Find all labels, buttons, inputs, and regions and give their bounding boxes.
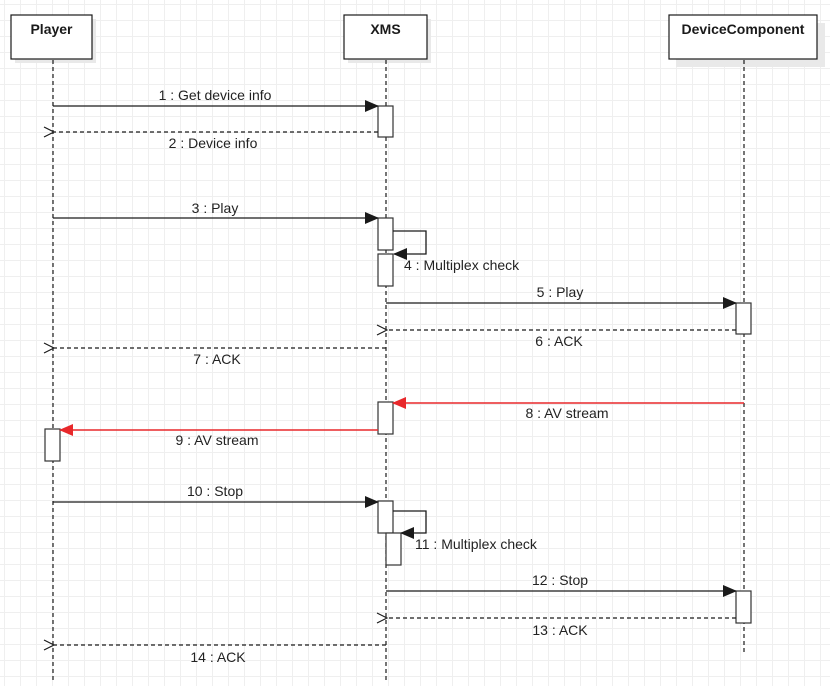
message-label: 6 : ACK xyxy=(535,333,583,349)
message-7[interactable]: 7 : ACK xyxy=(54,348,386,367)
message-12[interactable]: 12 : Stop xyxy=(386,572,737,597)
message-8[interactable]: 8 : AV stream xyxy=(392,397,744,421)
message-label: 13 : ACK xyxy=(532,622,588,638)
message-9[interactable]: 9 : AV stream xyxy=(59,424,378,448)
message-3[interactable]: 3 : Play xyxy=(53,200,379,224)
message-1[interactable]: 1 : Get device info xyxy=(53,87,379,112)
activation-bar xyxy=(377,500,394,534)
activation-bar xyxy=(44,428,61,462)
message-label: 12 : Stop xyxy=(532,572,588,588)
activation-bar xyxy=(377,217,394,251)
message-5[interactable]: 5 : Play xyxy=(386,284,737,309)
activation-bar xyxy=(735,590,752,624)
message-label: 7 : ACK xyxy=(193,351,241,367)
participant-xms[interactable]: XMS xyxy=(343,14,431,63)
participant-box xyxy=(343,14,428,60)
message-label: 2 : Device info xyxy=(169,135,258,151)
activation-bar xyxy=(385,532,402,566)
message-label: 10 : Stop xyxy=(187,483,243,499)
message-label: 4 : Multiplex check xyxy=(404,257,520,273)
message-label: 14 : ACK xyxy=(190,649,246,665)
message-11[interactable]: 11 : Multiplex check xyxy=(393,510,538,552)
participant-player[interactable]: Player xyxy=(10,14,96,63)
message-6[interactable]: 6 : ACK xyxy=(387,330,736,349)
message-13[interactable]: 13 : ACK xyxy=(387,618,736,638)
message-label: 11 : Multiplex check xyxy=(415,536,538,552)
participant-name: DeviceComponent xyxy=(682,21,805,37)
message-label: 3 : Play xyxy=(192,200,239,216)
self-call-arrow xyxy=(393,510,427,539)
participant-devicecomponent[interactable]: DeviceComponent xyxy=(668,14,825,67)
participant-name: Player xyxy=(30,21,73,37)
message-label: 1 : Get device info xyxy=(159,87,272,103)
self-call-arrow xyxy=(393,230,427,260)
participant-box xyxy=(668,14,818,60)
activation-bar xyxy=(377,253,394,287)
message-10[interactable]: 10 : Stop xyxy=(53,483,379,508)
participant-box xyxy=(10,14,93,60)
activation-bar xyxy=(377,401,394,435)
message-label: 8 : AV stream xyxy=(526,405,609,421)
message-4[interactable]: 4 : Multiplex check xyxy=(393,230,520,273)
message-label: 5 : Play xyxy=(537,284,584,300)
participant-name: XMS xyxy=(370,21,400,37)
message-14[interactable]: 14 : ACK xyxy=(54,645,386,665)
message-label: 9 : AV stream xyxy=(176,432,259,448)
activation-bar xyxy=(377,105,394,138)
activation-bar xyxy=(735,302,752,335)
message-2[interactable]: 2 : Device info xyxy=(54,132,378,151)
